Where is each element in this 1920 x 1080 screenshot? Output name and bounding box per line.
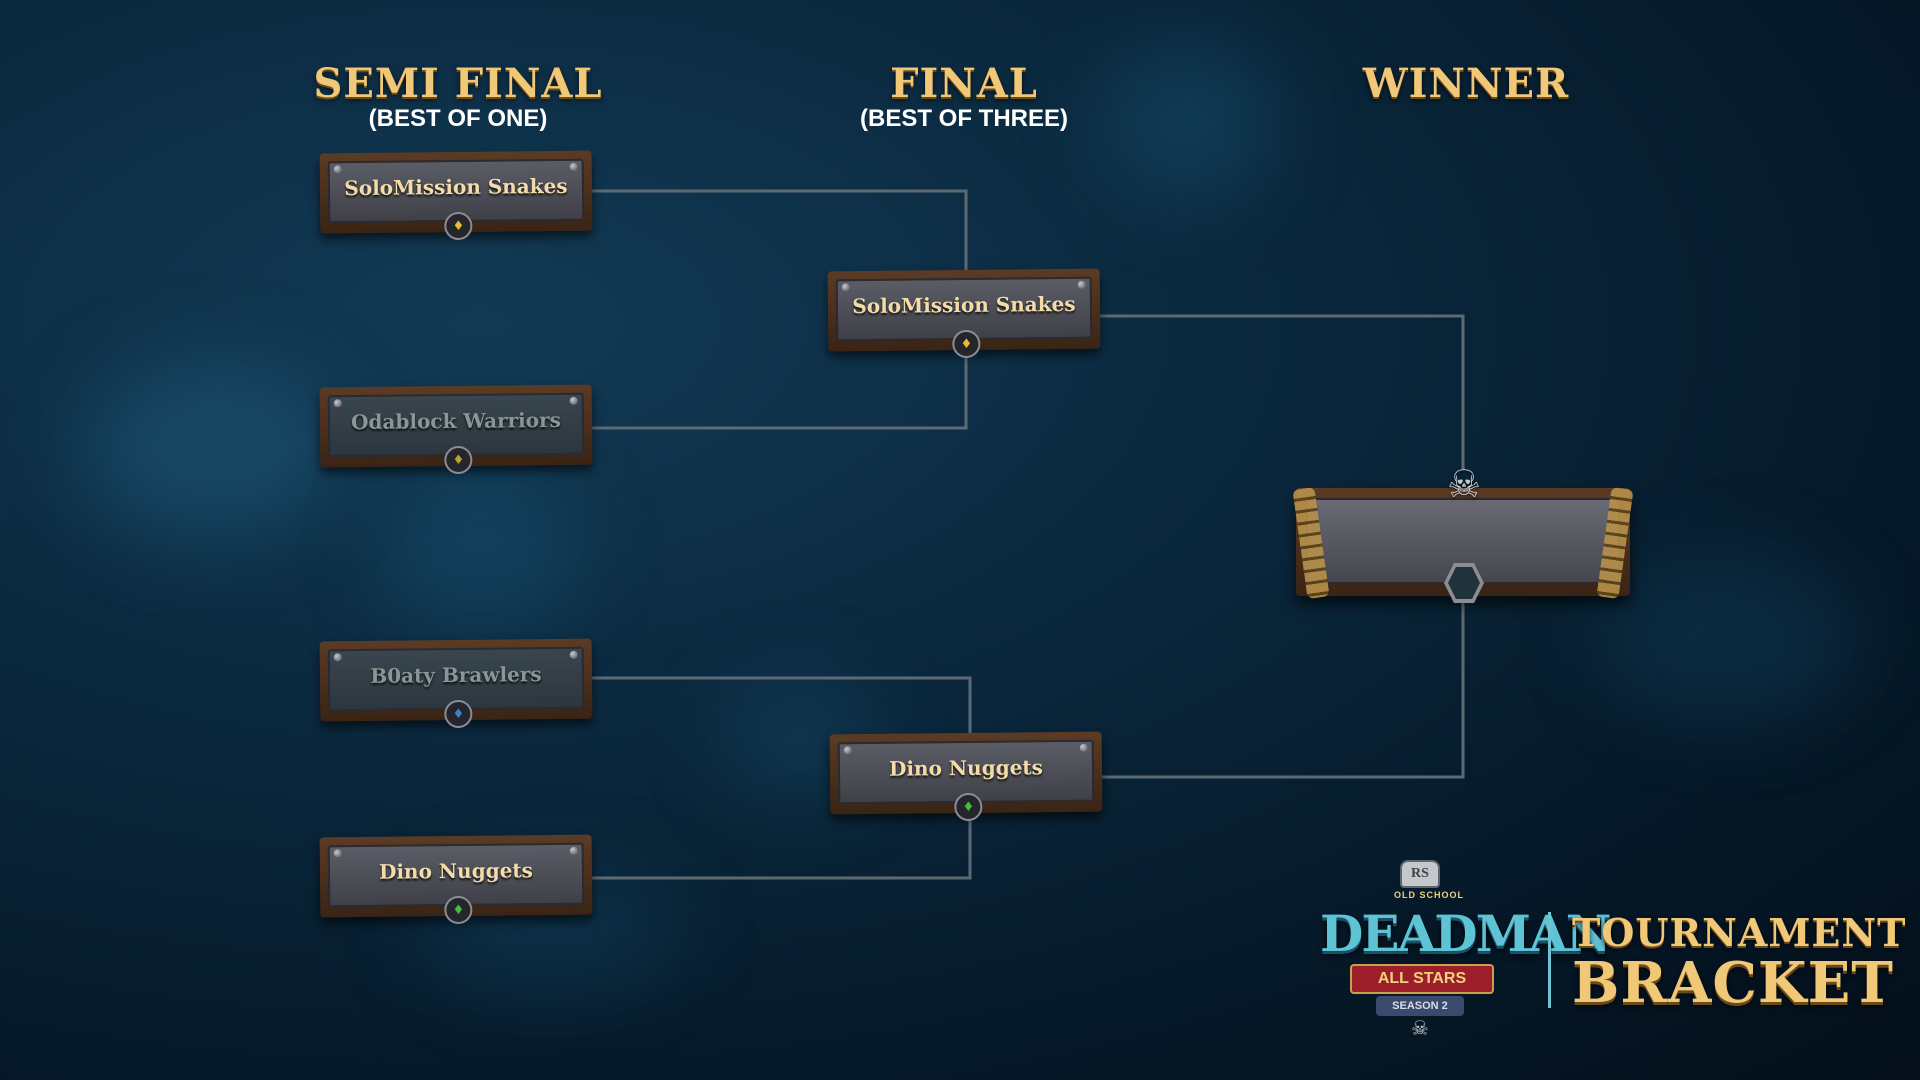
team-name: B0aty Brawlers xyxy=(370,662,542,688)
semi-final-match-2-team[interactable]: Odablock Warriors ♦ xyxy=(319,384,593,475)
semi-final-match-1-team[interactable]: SoloMission Snakes ♦ xyxy=(319,150,593,241)
team-name: SoloMission Snakes xyxy=(852,291,1076,319)
logo-old-school: OLD SCHOOL xyxy=(1394,890,1464,900)
boots-icon: ♦ xyxy=(444,895,473,925)
logo-deadman: DEADMAN xyxy=(1320,904,1611,963)
logo-all-stars: ALL STARS xyxy=(1350,964,1494,994)
semi-final-title: SEMI FINAL xyxy=(313,60,603,107)
final-subtitle: (BEST OF THREE) xyxy=(860,105,1068,132)
tournament-label: TOURNAMENT xyxy=(1572,910,1907,955)
semi-final-header: SEMI FINAL (BEST OF ONE) xyxy=(278,60,638,133)
boots-icon: ♦ xyxy=(444,445,473,475)
semi-final-subtitle: (BEST OF ONE) xyxy=(368,105,548,132)
skull-icon: ☠ xyxy=(1446,462,1482,506)
connector-final1-to-winner xyxy=(1098,314,1465,470)
team-name: Odablock Warriors xyxy=(350,407,561,435)
boots-icon: ♦ xyxy=(444,211,473,241)
connector-sf2-to-final1 xyxy=(590,352,968,430)
logo-season: SEASON 2 xyxy=(1376,996,1464,1016)
boots-icon: ♦ xyxy=(444,699,473,729)
logo-divider xyxy=(1548,912,1551,1008)
winner-title: WINNER xyxy=(1362,60,1570,107)
final-team-2[interactable]: Dino Nuggets ♦ xyxy=(829,731,1103,822)
final-header: FINAL (BEST OF THREE) xyxy=(784,60,1144,133)
logo-rs: RS xyxy=(1400,860,1440,888)
final-team-1[interactable]: SoloMission Snakes ♦ xyxy=(827,268,1101,359)
semi-final-match-3-team[interactable]: B0aty Brawlers ♦ xyxy=(319,638,593,729)
deadman-logo: RS OLD SCHOOL DEADMAN ALL STARS SEASON 2… xyxy=(1320,860,1611,1040)
winner-header: WINNER xyxy=(1286,60,1646,107)
skull-icon: ☠ xyxy=(1411,1016,1429,1040)
team-name: Dino Nuggets xyxy=(378,858,533,884)
boots-icon: ♦ xyxy=(954,792,983,822)
team-name: SoloMission Snakes xyxy=(344,173,568,201)
team-name: Dino Nuggets xyxy=(888,755,1043,781)
connector-sf3-to-final2 xyxy=(590,676,972,735)
connector-sf4-to-final2 xyxy=(590,810,972,880)
bracket-label: BRACKET xyxy=(1572,950,1894,1016)
boots-icon: ♦ xyxy=(952,329,981,359)
semi-final-match-4-team[interactable]: Dino Nuggets ♦ xyxy=(319,834,593,925)
winner-plaque[interactable] xyxy=(1292,487,1634,599)
connector-final2-to-winner xyxy=(1100,600,1465,779)
connector-sf1-to-final1 xyxy=(590,189,968,272)
final-title: FINAL xyxy=(890,60,1038,107)
tournament-bracket-title: TOURNAMENT BRACKET xyxy=(1572,910,1906,1011)
